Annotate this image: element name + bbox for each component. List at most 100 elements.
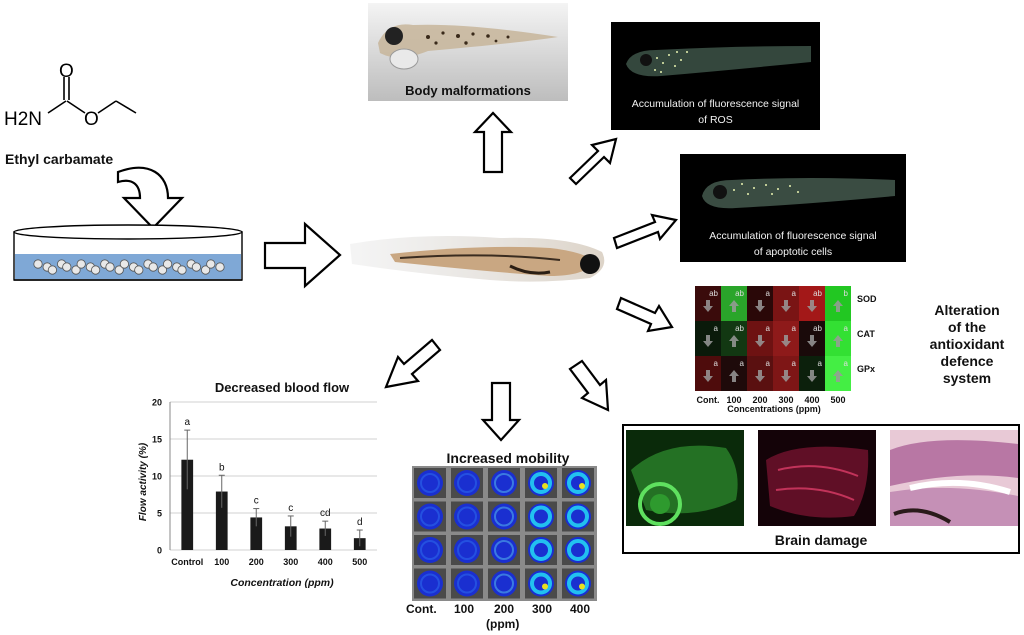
egg [119, 259, 130, 269]
bar [250, 517, 263, 550]
significance-label: b [219, 462, 225, 473]
y-tick-label: 10 [152, 472, 162, 482]
body-malformations-panel: Body malformations [368, 3, 568, 101]
arrow-bloodflow [384, 338, 442, 389]
egg [134, 265, 144, 275]
mobility-track [567, 572, 589, 595]
mobility-hotspot [542, 583, 548, 590]
mobility-track [530, 572, 552, 595]
egg [76, 259, 86, 269]
heatmap-col-label: 200 [752, 395, 767, 405]
egg [33, 259, 43, 269]
arrow-heatmap [615, 296, 674, 333]
egg [215, 262, 225, 272]
mobility-track [530, 472, 552, 494]
heatmap-letter: a [792, 324, 797, 333]
heatmap-arrow [703, 335, 713, 347]
mobility-tick: 300 [532, 602, 553, 616]
y-tick-label: 15 [152, 435, 162, 445]
brain-damage-label: Brain damage [774, 532, 868, 548]
heatmap-row-label: CAT [857, 329, 875, 339]
heatmap-arrow [781, 300, 791, 312]
mobility-track [420, 473, 440, 493]
significance-label: cd [320, 508, 331, 519]
main-arrow [263, 221, 342, 289]
heatmap-arrow [833, 370, 843, 382]
mobility-track [567, 505, 589, 528]
heatmap-xlabel: Concentrations (ppm) [727, 404, 821, 414]
heatmap-letter: ab [735, 324, 744, 333]
mobility-track [567, 539, 589, 561]
heatmap-letter: a [792, 289, 797, 298]
x-tick-label: Control [171, 557, 203, 567]
heatmap-arrow [729, 335, 739, 347]
chemical-name: Ethyl carbamate [5, 151, 114, 167]
egg [163, 259, 173, 269]
egg [91, 265, 101, 275]
x-tick-label: 400 [318, 557, 333, 567]
mobility-tick: 400 [570, 602, 591, 616]
heatmap-arrow [703, 370, 713, 382]
heatmap-letter: a [740, 359, 745, 368]
heatmap-arrow [755, 370, 765, 382]
heatmap-letter: ab [709, 289, 718, 298]
x-tick-label: 500 [352, 557, 367, 567]
ros-caption-line1: Accumulation of fluorescence signal [631, 98, 800, 110]
heatmap-arrow [807, 335, 817, 347]
egg [177, 265, 187, 275]
antioxidant-title-line: Alteration [934, 302, 1000, 318]
heatmap-arrow [781, 335, 791, 347]
mobility-track [457, 573, 477, 594]
mobility-heatmap-grid [412, 466, 597, 601]
chart-xlabel: Concentration (ppm) [230, 577, 334, 589]
egg [47, 265, 58, 275]
oxygen-carbonyl: O [59, 61, 74, 82]
mobility-tick: Cont. [406, 602, 437, 616]
apoptosis-larva-image [702, 178, 895, 209]
egg [206, 259, 216, 269]
mobility-track [457, 506, 477, 527]
heatmap-letter: a [714, 359, 719, 368]
heatmap-letter: ab [813, 324, 822, 333]
x-tick-label: 100 [214, 557, 229, 567]
arrow-ros [568, 137, 618, 186]
mobility-track [420, 573, 440, 594]
mobility-track [567, 472, 589, 494]
chart-ylabel: Flow activity (%) [138, 442, 149, 521]
heatmap-letter: a [844, 324, 849, 333]
mobility-track [420, 540, 440, 560]
brain-histology-image [890, 430, 1018, 526]
y-tick-label: 20 [152, 398, 162, 408]
heatmap-arrow [781, 370, 791, 382]
heatmap-col-label: 500 [830, 395, 845, 405]
egg [148, 262, 158, 272]
heatmap-letter: a [766, 324, 771, 333]
amine-group: H2N [4, 109, 42, 130]
mobility-track [457, 540, 477, 560]
chart-title: Decreased blood flow [215, 380, 350, 395]
heatmap-col-label: 400 [804, 395, 819, 405]
arrow-brain [568, 359, 610, 412]
heatmap-letter: a [766, 289, 771, 298]
heatmap-letter: a [792, 359, 797, 368]
arrow-apoptosis [612, 213, 679, 250]
y-tick-label: 5 [157, 509, 162, 519]
heatmap-arrow [807, 300, 817, 312]
arrow-mobility [480, 381, 522, 442]
heatmap-row-label: GPx [857, 364, 875, 374]
x-tick-label: 300 [283, 557, 298, 567]
heatmap-arrow [807, 370, 817, 382]
heatmap-arrow [729, 370, 739, 382]
heatmap-letter: a [844, 359, 849, 368]
egg [157, 265, 167, 275]
egg [191, 262, 201, 272]
heatmap-arrow [833, 300, 843, 312]
mobility-hotspot [579, 583, 585, 590]
egg [201, 265, 211, 275]
ros-larva-image [626, 46, 811, 77]
zebrafish-larva [350, 236, 605, 282]
antioxidant-title-line: of the [947, 319, 987, 335]
